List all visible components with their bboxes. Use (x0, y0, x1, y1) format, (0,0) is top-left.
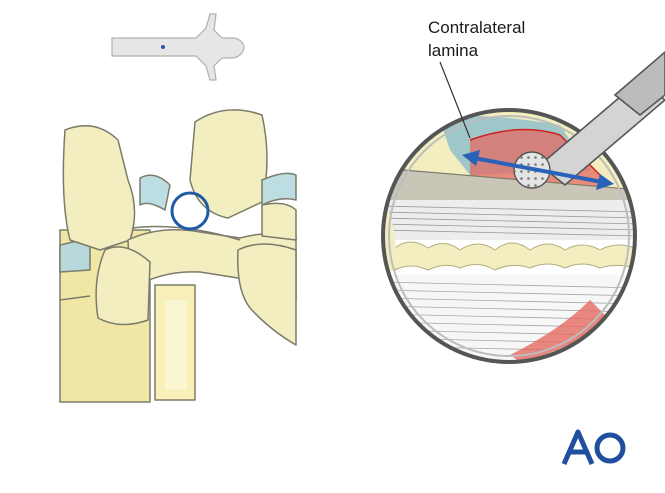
human-body-silhouette-icon (111, 13, 245, 81)
callout-line-1: Contralateral (428, 18, 526, 37)
target-marker-circle (170, 191, 210, 231)
callout-line-2: lamina (428, 41, 479, 60)
callout-leader-line (439, 61, 471, 139)
callout-label-contralateral-lamina: Contralateral lamina (428, 16, 525, 62)
lumbar-spine-illustration (59, 109, 297, 403)
burr-instrument (513, 50, 665, 189)
movement-arrow (462, 150, 614, 190)
ao-logo-icon (561, 429, 626, 466)
